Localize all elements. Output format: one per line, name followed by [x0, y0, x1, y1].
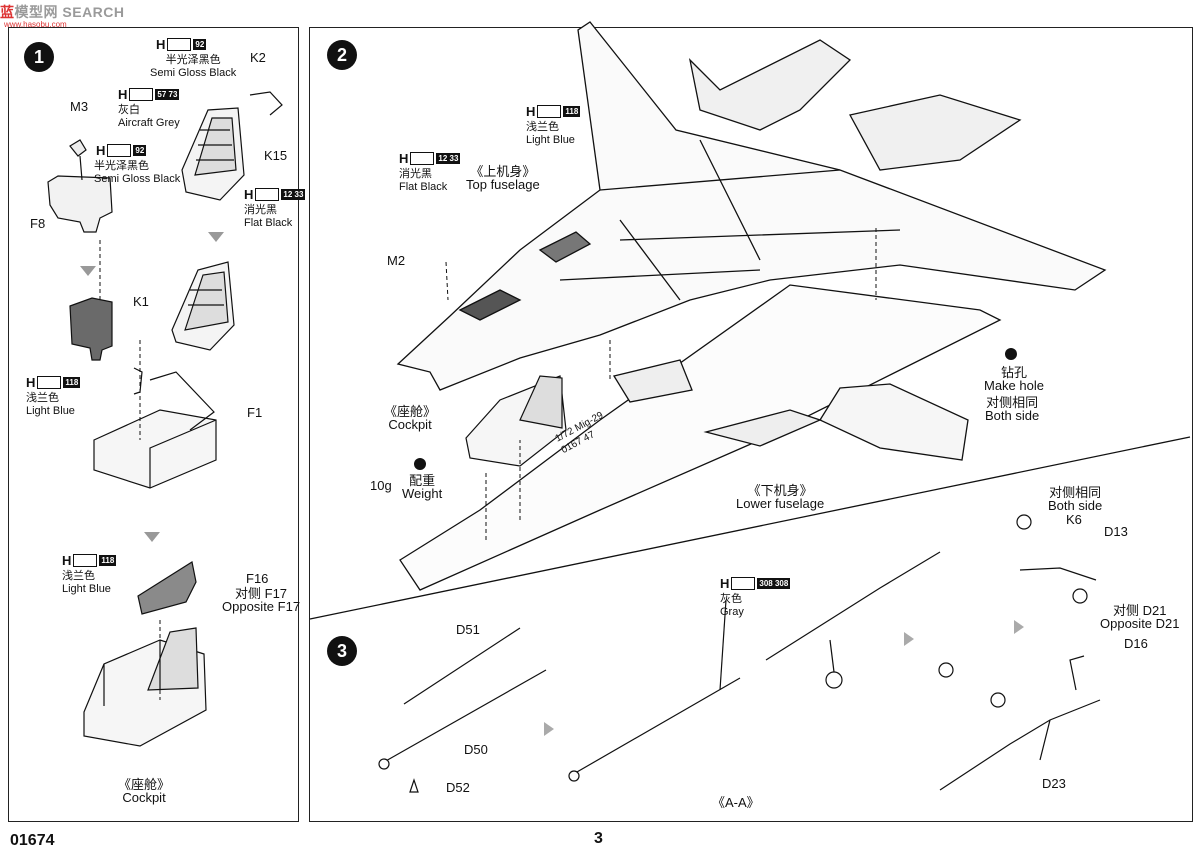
part-label-m3: M3 [70, 99, 89, 114]
flow-arrow-6 [1014, 620, 1024, 634]
part-label-d51: D51 [456, 622, 480, 637]
cockpit-assembly-drawing [83, 627, 207, 747]
watermark-brand: SEARCH [62, 4, 125, 20]
step-3-marker: 3 [327, 636, 357, 666]
part-label-d52: D52 [446, 780, 470, 795]
flow-arrow-2 [80, 266, 96, 276]
part-label-f1: F1 [247, 405, 263, 420]
cockpit-caption-step2: 《座舱》Cockpit [384, 404, 437, 432]
flow-arrow-1 [208, 232, 224, 242]
part-label-k2: K2 [250, 50, 266, 65]
drill-hole-icon [1005, 348, 1017, 360]
part-label-d13: D13 [1104, 524, 1128, 539]
part-label-d16: D16 [1124, 636, 1148, 651]
top-fuselage-caption: 《上机身》Top fuselage [466, 164, 540, 192]
nose-gear-d23-drawing [938, 655, 1101, 791]
gear-strut-d50-drawing [378, 627, 547, 793]
flow-arrow-4 [544, 722, 554, 736]
weight-icon [414, 458, 426, 470]
watermark-brand-cn: 蓝 [0, 4, 15, 20]
watermark-brand-mid: 模型网 [14, 4, 58, 20]
lower-fuselage-caption: 《下机身》Lower fuselage [736, 483, 825, 511]
part-f1-drawing [93, 367, 217, 489]
part-label-m2: M2 [387, 253, 406, 268]
step-1-marker: 1 [24, 42, 54, 72]
ejection-seat-drawing-top [181, 91, 283, 201]
part-label-d23: D23 [1042, 776, 1066, 791]
part-label-k6: K6 [1066, 512, 1082, 527]
step-2-marker: 2 [327, 40, 357, 70]
part-f8-drawing [47, 139, 113, 233]
page-number: 3 [594, 830, 603, 847]
aircraft-top-fuselage-drawing [396, 21, 1107, 391]
watermark-logo: 蓝模型网 SEARCH [0, 2, 125, 22]
part-label-f8: F8 [30, 216, 46, 231]
step-divider-line [309, 436, 1191, 620]
main-gear-drawing [765, 551, 941, 689]
part-label-k1: K1 [133, 294, 149, 309]
part-f16-drawing [137, 561, 197, 615]
watermark-site: www.hasobu.com [4, 20, 67, 29]
ejection-seat-drawing-mid [171, 261, 235, 351]
part-f8-dark-drawing [69, 297, 113, 361]
wheel-k6-drawing [1016, 514, 1097, 604]
weight-quantity: 10g [370, 478, 392, 493]
panel-step1 [8, 27, 299, 822]
cockpit-step2-drawing [465, 375, 567, 467]
flow-arrow-5 [904, 632, 914, 646]
panel-step2-3 [309, 27, 1193, 822]
part-label-d50: D50 [464, 742, 488, 757]
part-label-k15: K15 [264, 148, 288, 163]
section-aa-label: 《A-A》 [712, 795, 760, 810]
flow-arrow-3 [144, 532, 160, 542]
cockpit-caption-step1: 《座舱》Cockpit [118, 777, 171, 805]
catalog-number: 01674 [10, 832, 55, 849]
aircraft-lower-fuselage-drawing [399, 284, 1002, 591]
part-label-f16: F16 [246, 571, 269, 586]
gear-strut-aa-drawing [568, 599, 741, 782]
